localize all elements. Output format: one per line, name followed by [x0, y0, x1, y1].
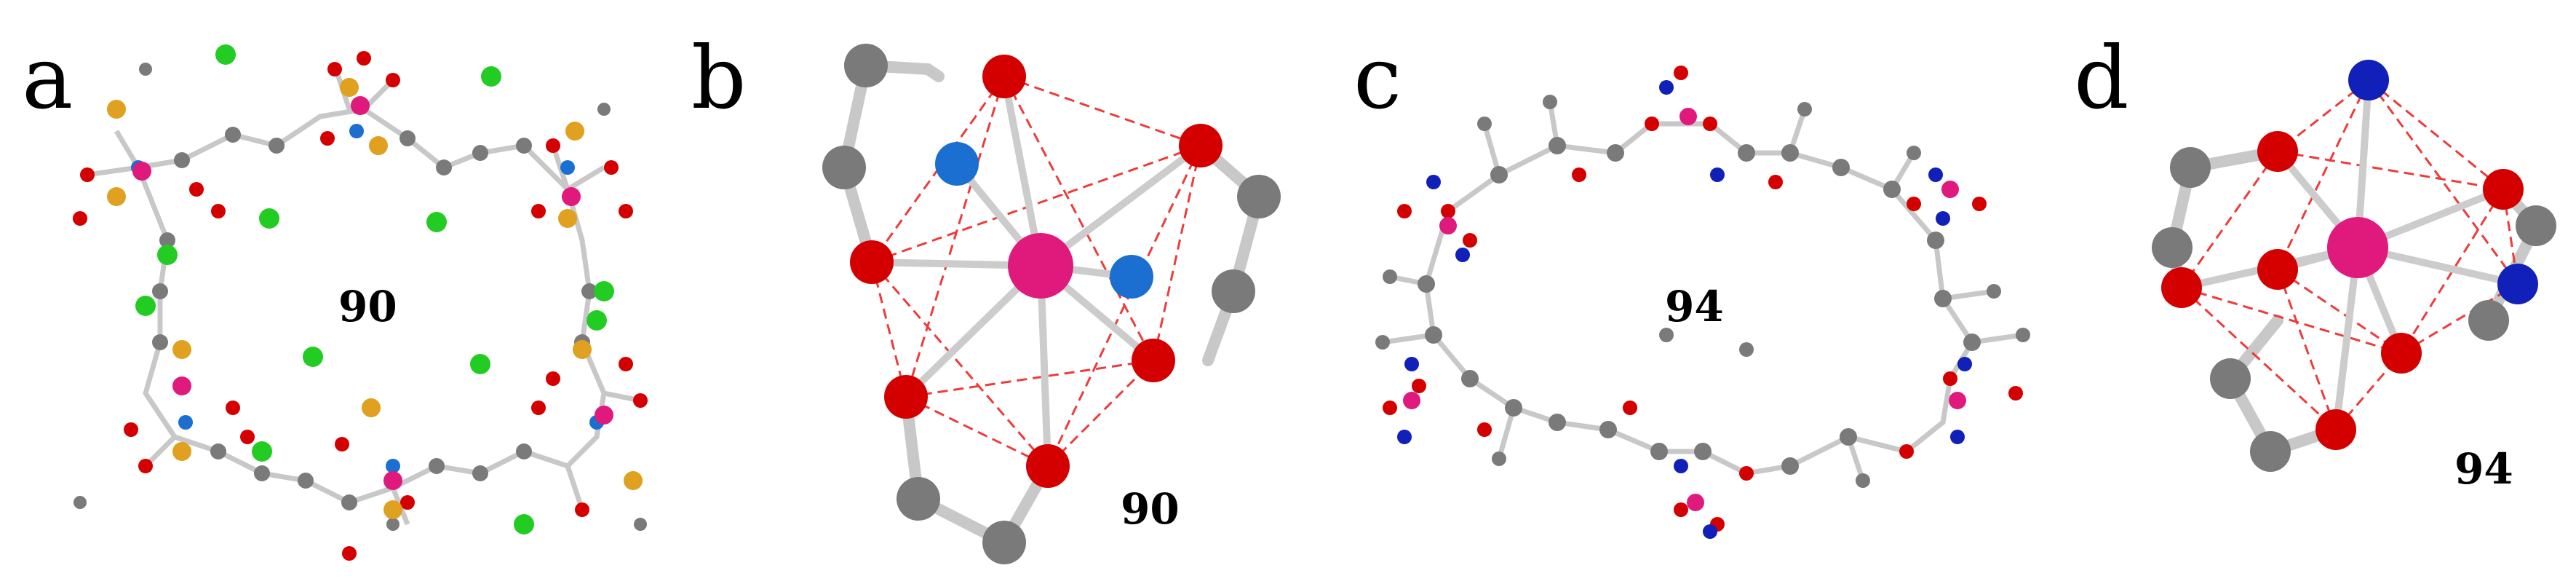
- compound-label-d: 94: [2454, 444, 2513, 494]
- panel-d-label: d: [2074, 28, 2129, 128]
- polyhedron-90: [822, 44, 1281, 564]
- structure-94-macrocycle: [1375, 66, 2030, 539]
- panel-c-label: c: [1353, 28, 1402, 128]
- compound-label-c: 94: [1665, 282, 1724, 331]
- compound-label-b: 90: [1121, 484, 1180, 534]
- panel-c: c: [1339, 0, 2067, 584]
- structure-90-macrocycle: [73, 44, 648, 561]
- panel-d: d 94: [2052, 0, 2576, 584]
- panel-b-label: b: [691, 28, 747, 128]
- panel-b: b 90: [677, 0, 1303, 584]
- polyhedron-94: [2152, 60, 2556, 472]
- panel-a-label: a: [22, 28, 73, 128]
- compound-label-a: 90: [338, 282, 397, 331]
- panel-a: a: [0, 0, 677, 584]
